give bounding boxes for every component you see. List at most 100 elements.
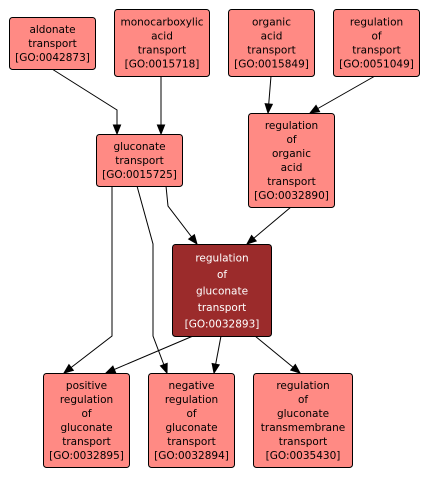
go-node-go0035430[interactable]: regulation of gluconate transmembrane transp…: [253, 373, 353, 468]
node-label-line: gluconate: [60, 422, 112, 434]
edge-GO0015725-to-GO0032893: [165, 185, 198, 246]
edge-line: [105, 335, 194, 374]
edge-GO0015718-to-GO0015725: [156, 76, 166, 136]
node-label-line: monocarboxylic: [120, 16, 203, 28]
edge-GO0015725-to-GO0032895: [62, 186, 113, 374]
node-label-line: regulation: [165, 394, 218, 406]
node-label-line: transport: [247, 44, 296, 56]
go-node-go0032894[interactable]: negative regulation of gluconate transport [G…: [148, 373, 235, 468]
node-box: [333, 9, 420, 77]
node-label-line: negative: [169, 380, 215, 392]
arrowhead: [112, 124, 122, 136]
arrowhead: [104, 365, 117, 374]
node-box: [253, 373, 353, 468]
node-label-line: regulation: [276, 380, 329, 392]
node-label-line: of: [298, 394, 308, 406]
edge-line: [136, 185, 168, 374]
node-box: [114, 9, 210, 77]
arrowhead: [211, 362, 221, 375]
arrowhead: [308, 104, 321, 114]
node-label-line: of: [371, 30, 381, 42]
arrowhead: [264, 103, 274, 115]
node-label-line: gluconate: [277, 408, 329, 420]
node-label-line: transport: [28, 38, 77, 50]
edges-layer: [51, 68, 376, 375]
edge-GO0032890-to-GO0032893: [245, 206, 292, 245]
edge-GO0032893-to-GO0035430: [254, 335, 302, 374]
node-box: [228, 9, 315, 77]
node-label-line: transmembrane: [261, 422, 345, 434]
node-go-id: [GO:0032890]: [254, 190, 329, 202]
node-label-line: of: [286, 134, 296, 146]
node-label-line: acid: [151, 30, 173, 42]
edge-GO0042873-to-GO0015725: [51, 68, 122, 136]
node-label-line: acid: [281, 162, 303, 174]
go-node-go0032890[interactable]: regulation of organic acid transport [GO:0032…: [248, 113, 335, 208]
node-label-line: gluconate: [165, 422, 217, 434]
go-node-go0015849[interactable]: organic acid transport [GO:0015849]: [228, 9, 315, 77]
node-label-line: transport: [167, 436, 216, 448]
node-label-line: regulation: [195, 253, 248, 265]
node-label-line: transport: [62, 436, 111, 448]
node-box: [43, 373, 130, 468]
node-go-id: [GO:0042873]: [15, 52, 90, 64]
edge-line: [165, 185, 198, 245]
arrowhead: [159, 362, 168, 375]
node-label-line: organic: [272, 148, 311, 160]
node-label-line: gluconate: [196, 286, 248, 298]
focus-node-box: [172, 244, 272, 337]
arrowhead: [187, 233, 198, 246]
node-go-id: [GO:0032893]: [185, 319, 260, 331]
node-go-id: [GO:0015718]: [125, 58, 200, 70]
node-go-id: [GO:0032895]: [49, 450, 124, 462]
node-label-line: positive: [66, 380, 107, 392]
edge-GO0015725-to-GO0032894: [136, 185, 168, 375]
node-label-line: transport: [267, 176, 316, 188]
node-label-line: gluconate: [113, 141, 165, 153]
node-label-line: transport: [138, 44, 187, 56]
node-label-line: transport: [198, 302, 247, 314]
node-label-line: transport: [352, 44, 401, 56]
node-label-line: transport: [115, 155, 164, 167]
go-node-go0032893[interactable]: regulation of gluconate transport [GO:003289…: [172, 244, 272, 337]
arrowhead: [245, 234, 258, 245]
nodes-layer: aldonate transport [GO:0042873] monocarboxy…: [9, 9, 420, 468]
edge-line: [246, 206, 292, 245]
go-node-go0015725[interactable]: gluconate transport [GO:0015725]: [96, 134, 183, 187]
node-box: [96, 134, 183, 187]
node-label-line: aldonate: [29, 24, 75, 36]
node-label-line: organic: [252, 16, 291, 28]
node-label-line: regulation: [60, 394, 113, 406]
go-node-go0032895[interactable]: positive regulation of gluconate transport [G…: [43, 373, 130, 468]
node-go-id: [GO:0051049]: [339, 58, 414, 70]
node-box: [9, 17, 96, 70]
node-label-line: of: [81, 408, 91, 420]
node-label-line: regulation: [265, 120, 318, 132]
node-go-id: [GO:0032894]: [154, 450, 229, 462]
node-label-line: regulation: [350, 16, 403, 28]
edge-GO0051049-to-GO0032890: [308, 75, 376, 114]
arrowhead: [289, 363, 302, 374]
go-node-go0042873[interactable]: aldonate transport [GO:0042873]: [9, 17, 96, 70]
edge-GO0032893-to-GO0032895: [104, 335, 194, 374]
arrowhead: [156, 124, 166, 136]
edge-line: [309, 75, 376, 114]
arrowhead: [62, 363, 75, 374]
node-label-line: acid: [261, 30, 283, 42]
node-label-line: of: [217, 269, 227, 281]
node-go-id: [GO:0015849]: [234, 58, 309, 70]
node-label-line: transport: [279, 436, 328, 448]
edge-line: [51, 68, 118, 134]
go-node-go0015718[interactable]: monocarboxylic acid transport [GO:0015718]: [114, 9, 210, 77]
node-box: [248, 113, 335, 208]
node-go-id: [GO:0015725]: [102, 169, 177, 181]
edge-line: [254, 335, 301, 374]
node-label-line: of: [186, 408, 196, 420]
edge-GO0032893-to-GO0032894: [211, 335, 222, 375]
node-box: [148, 373, 235, 468]
node-go-id: [GO:0035430]: [266, 450, 341, 462]
edge-line: [63, 186, 113, 374]
edge-GO0015849-to-GO0032890: [264, 75, 274, 115]
go-node-go0051049[interactable]: regulation of transport [GO:0051049]: [333, 9, 420, 77]
